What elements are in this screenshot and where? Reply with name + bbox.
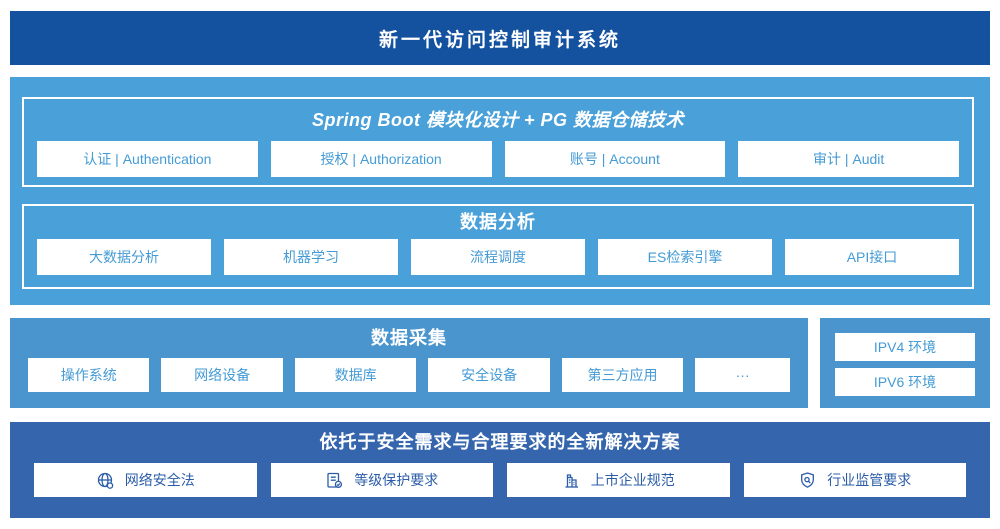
building-icon bbox=[562, 471, 581, 490]
analysis-api: API接口 bbox=[785, 239, 959, 275]
solution-item-label: 行业监管要求 bbox=[827, 472, 912, 488]
collection-security-device: 安全设备 bbox=[428, 358, 550, 392]
collection-title: 数据采集 bbox=[371, 328, 447, 348]
collection-network-device: 网络设备 bbox=[161, 358, 283, 392]
solution-listed-company: 上市企业规范 bbox=[507, 463, 730, 497]
module-authorization: 授权 | Authorization bbox=[270, 141, 492, 177]
modules-title: Spring Boot 模块化设计 + PG 数据仓储技术 bbox=[311, 110, 684, 130]
analysis-bigdata: 大数据分析 bbox=[37, 239, 211, 275]
solution-item-label: 网络安全法 bbox=[124, 472, 195, 488]
solution-title: 依托于安全需求与合理要求的全新解决方案 bbox=[319, 432, 681, 452]
solution-item-label: 上市企业规范 bbox=[590, 472, 675, 488]
data-collection-section: 数据采集 操作系统 网络设备 数据库 安全设备 第三方应用 ··· bbox=[10, 318, 808, 408]
ipv4-env: IPV4 环境 bbox=[835, 333, 975, 361]
analysis-title: 数据分析 bbox=[460, 212, 536, 232]
analysis-machine-learning: 机器学习 bbox=[224, 239, 398, 275]
module-authentication: 认证 | Authentication bbox=[37, 141, 258, 177]
ipv6-env: IPV6 环境 bbox=[835, 368, 975, 396]
ip-environment-panel: IPV4 环境 IPV6 环境 bbox=[820, 318, 990, 408]
module-account: 账号 | Account bbox=[504, 141, 726, 177]
analysis-workflow: 流程调度 bbox=[411, 239, 585, 275]
collection-row: 操作系统 网络设备 数据库 安全设备 第三方应用 ··· bbox=[28, 358, 790, 392]
modules-row: 认证 | Authentication 授权 | Authorization 账… bbox=[37, 141, 959, 177]
collection-third-party: 第三方应用 bbox=[561, 358, 684, 392]
shield-search-icon bbox=[798, 471, 817, 490]
module-audit: 审计 | Audit bbox=[738, 141, 959, 177]
solution-section: 依托于安全需求与合理要求的全新解决方案 网络安全法 bbox=[10, 422, 990, 518]
collection-database: 数据库 bbox=[294, 358, 417, 392]
globe-network-icon bbox=[96, 471, 115, 490]
banner-title: 新一代访问控制审计系统 bbox=[378, 29, 621, 51]
banner: 新一代访问控制审计系统 bbox=[10, 11, 990, 65]
spring-boot-modules-box: Spring Boot 模块化设计 + PG 数据仓储技术 认证 | Authe… bbox=[22, 97, 974, 187]
solution-classified-protection: 等级保护要求 bbox=[270, 463, 493, 497]
document-check-icon bbox=[325, 471, 344, 490]
solution-cybersecurity-law: 网络安全法 bbox=[34, 463, 257, 497]
solution-item-label: 等级保护要求 bbox=[354, 472, 439, 488]
solution-row: 网络安全法 等级保护要求 bbox=[34, 463, 966, 497]
platform-section: Spring Boot 模块化设计 + PG 数据仓储技术 认证 | Authe… bbox=[10, 77, 990, 305]
collection-more: ··· bbox=[695, 358, 790, 392]
data-analysis-box: 数据分析 大数据分析 机器学习 流程调度 ES检索引擎 API接口 bbox=[22, 204, 974, 289]
analysis-es-search: ES检索引擎 bbox=[598, 239, 772, 275]
analysis-row: 大数据分析 机器学习 流程调度 ES检索引擎 API接口 bbox=[37, 239, 959, 275]
solution-industry-regulation: 行业监管要求 bbox=[743, 463, 966, 497]
collection-os: 操作系统 bbox=[28, 358, 150, 392]
